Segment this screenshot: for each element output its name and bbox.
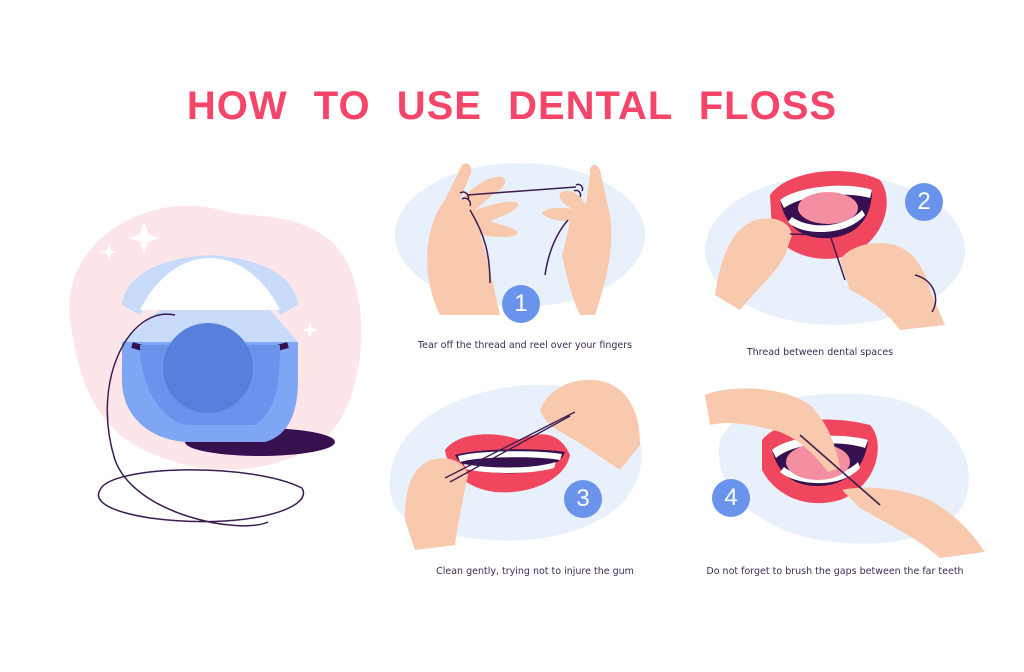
right-hand xyxy=(840,243,945,330)
floss-thread xyxy=(97,313,305,527)
teeth xyxy=(458,451,562,473)
sparkle-icon xyxy=(128,222,160,254)
step-3-illustration xyxy=(389,379,642,550)
teeth-upper xyxy=(780,185,872,208)
step-2-caption: Thread between dental spaces xyxy=(746,347,894,358)
sparkle-icon xyxy=(302,322,318,338)
step-4-illustration xyxy=(705,388,985,558)
step-3-caption: Clean gently, trying not to injure the g… xyxy=(436,566,634,577)
teeth-upper xyxy=(772,435,868,458)
left-hand xyxy=(427,163,519,315)
left-hand xyxy=(715,218,792,310)
upper-hand xyxy=(705,388,840,472)
step-1-badge: 1 xyxy=(502,285,540,323)
dispenser-lid xyxy=(122,255,298,315)
step-1-caption: Tear off the thread and reel over your f… xyxy=(417,340,633,351)
step-3-badge: 3 xyxy=(564,480,602,518)
sparkle-icon xyxy=(101,244,117,260)
floss-dispenser-illustration xyxy=(69,205,362,527)
step-4-caption: Do not forget to brush the gaps between … xyxy=(706,566,964,577)
teeth-lower xyxy=(788,210,865,233)
page-title: HOW TO USE DENTAL FLOSS xyxy=(186,84,838,128)
step-2-badge: 2 xyxy=(905,183,943,221)
step-1-illustration xyxy=(395,163,645,315)
step-2-illustration xyxy=(705,171,965,330)
step-4-badge: 4 xyxy=(712,479,750,517)
teeth-lower xyxy=(780,462,860,484)
right-hand xyxy=(540,379,640,470)
right-hand xyxy=(542,164,612,315)
tongue xyxy=(798,192,858,224)
lower-hand xyxy=(842,487,985,558)
dispenser-spool xyxy=(163,323,253,413)
